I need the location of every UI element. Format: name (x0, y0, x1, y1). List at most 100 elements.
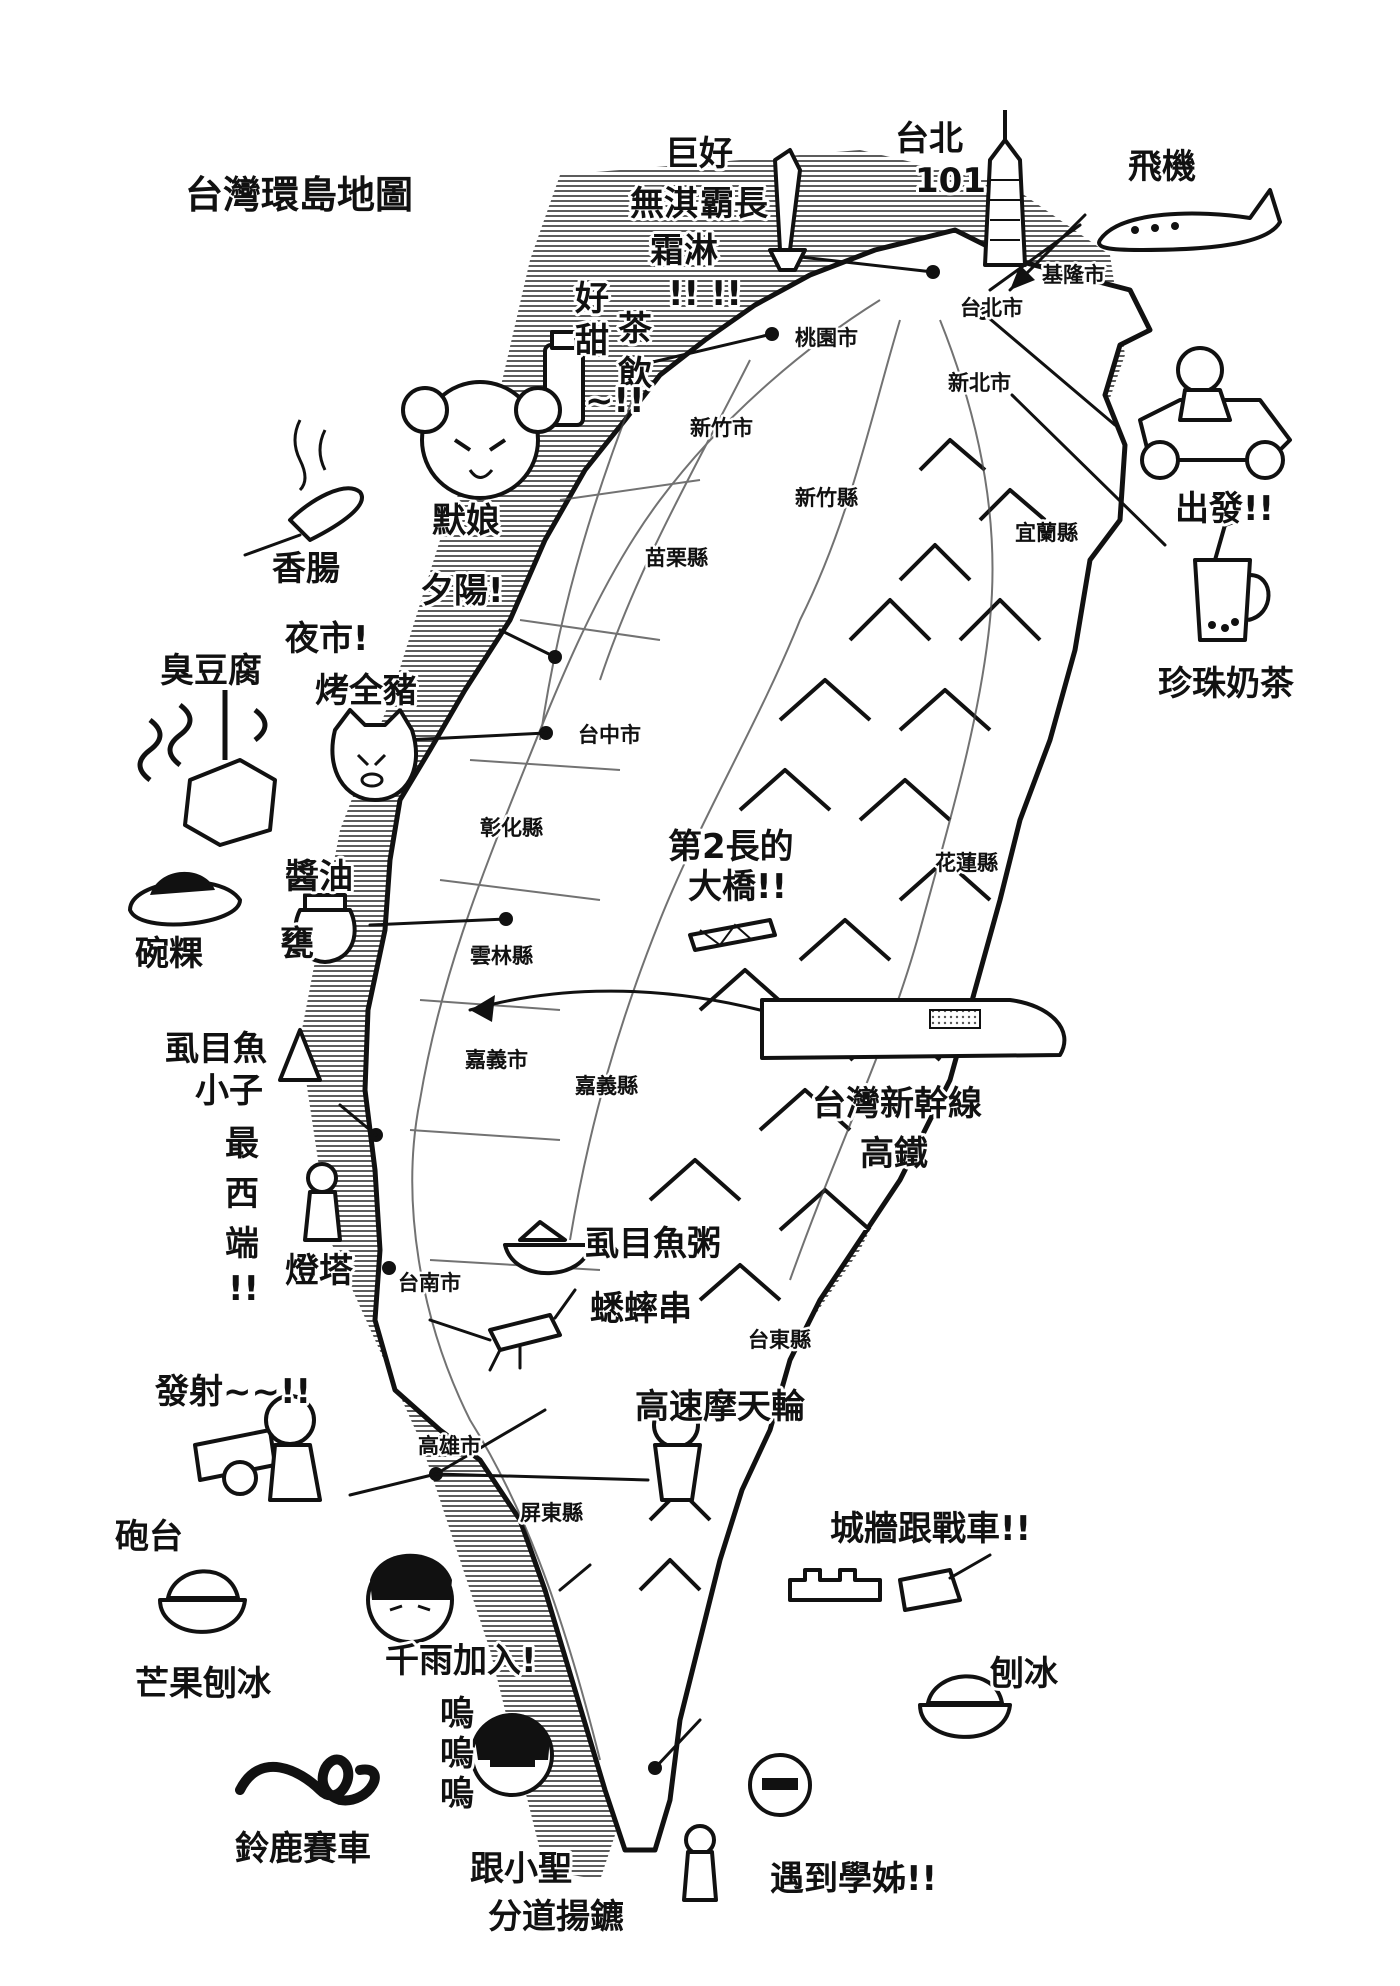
label-tainan: 台南市 (398, 1271, 461, 1295)
note-sweet-tea-2: 甜 (575, 321, 609, 361)
shinkansen-train (468, 989, 1067, 1060)
bowl-cake-icon (128, 871, 242, 927)
label-changhua: 彰化縣 (480, 816, 543, 840)
lighthouse-icon (303, 1162, 342, 1242)
note-icecream-2: 霸長 (700, 184, 769, 224)
note-mango-ice: 芒果刨冰 (135, 1664, 272, 1704)
taiwan-island (362, 227, 1153, 1853)
note-urn: 甕 (280, 924, 314, 964)
note-parting-1: 跟小聖 (470, 1849, 572, 1889)
stinky-tofu-icon (137, 690, 277, 847)
mango-ice-icon (158, 1569, 247, 1634)
note-airplane: 飛機 (1128, 147, 1196, 187)
suzuka-track-icon (235, 1754, 380, 1806)
label-hsinchu-city: 新竹市 (690, 416, 753, 440)
note-soy-sauce: 醬油 (285, 857, 353, 897)
note-icecream-4: 霜淋 (650, 231, 718, 271)
label-pingtung: 屏東縣 (520, 1501, 583, 1525)
note-bridge-2: 大橋!! (688, 867, 787, 907)
note-night-market: 夜市! (284, 619, 369, 659)
label-new-taipei: 新北市 (948, 371, 1011, 395)
note-icecream-1: 巨好 (665, 134, 733, 174)
note-parting-2: 分道揚鑣 (488, 1897, 624, 1937)
note-lighthouse: 燈塔 (285, 1251, 354, 1291)
note-roast-pig: 烤全豬 (315, 671, 417, 711)
note-cannon: 砲台 (115, 1517, 183, 1557)
label-taichung: 台中市 (578, 723, 641, 747)
taipei-101-icon (983, 110, 1027, 267)
label-kaohsiung: 高雄市 (418, 1434, 481, 1458)
note-shinkansen-2: 高鐵 (860, 1134, 928, 1174)
note-sausage: 香腸 (272, 549, 340, 589)
label-taipei-city: 台北市 (960, 296, 1023, 320)
note-taipei101-1: 台北 (895, 119, 963, 159)
note-castle-tank: 城牆跟戰車!! (830, 1509, 1031, 1549)
note-suzuka: 鈴鹿賽車 (235, 1829, 371, 1869)
bridge-icon (688, 918, 777, 952)
label-miaoli: 苗栗縣 (645, 546, 708, 570)
city-labels: 台北市 基隆市 桃園市 新北市 新竹市 新竹縣 宜蘭縣 苗栗縣 台中市 彰化縣 … (396, 261, 1108, 1528)
note-milkfish-porridge: 虱目魚粥 (585, 1224, 721, 1264)
note-sunset: 夕陽! (420, 571, 504, 611)
note-sobbing-2: 嗚 (440, 1734, 474, 1774)
note-milkfish-kid-2: 小子 (195, 1071, 263, 1111)
note-senpai: 遇到學姊!! (770, 1859, 937, 1899)
central-mountains (638, 438, 1047, 1592)
note-sobbing-3: 嗚 (440, 1774, 474, 1814)
milkfish-kid-icon (278, 1028, 322, 1082)
label-keelung: 基隆市 (1042, 263, 1105, 287)
note-chisame-joins: 千雨加入! (385, 1641, 537, 1681)
ferris-wheel-figure-icon (652, 1401, 702, 1502)
shaved-ice-icon (918, 1674, 1012, 1739)
note-stinky-tofu: 臭豆腐 (160, 651, 262, 691)
note-fire: 發射~~!! (154, 1372, 311, 1412)
airplane-icon (1008, 188, 1282, 292)
map-title: 台灣環島地圖 (185, 172, 413, 217)
label-chiayi-city: 嘉義市 (465, 1048, 528, 1072)
sausage-icon (243, 419, 364, 557)
label-yilan: 宜蘭縣 (1015, 521, 1078, 545)
note-sweet-tea-3: 茶 (618, 309, 653, 349)
note-bridge-1: 第2長的 (668, 827, 794, 867)
note-sweet-tea-4: 飲 (618, 354, 653, 394)
annotations: 台北 101 巨好 霸長 無淇 霜淋 !! !! 飛機 好 甜 茶 飲 ~!! … (112, 116, 1298, 1940)
note-westernmost-3: 端 (225, 1224, 259, 1264)
note-bowl-cake: 碗粿 (135, 934, 203, 974)
pig-face-icon (330, 708, 418, 802)
note-cricket-skewer: 蟋蟀串 (590, 1289, 692, 1329)
note-sweet-tea-1: 好 (574, 279, 609, 319)
character-chisame (366, 1553, 454, 1644)
bubble-tea-icon (1193, 518, 1271, 642)
character-sobbing-girl (470, 1713, 554, 1797)
scooter-rider-icon (1138, 346, 1292, 480)
note-icecream-3: 無淇 (630, 184, 698, 224)
character-monian (401, 380, 562, 500)
note-taipei101-2: 101 (915, 161, 986, 201)
note-depart: 出發!! (1175, 489, 1274, 529)
note-westernmost-4: !! (228, 1269, 259, 1309)
cricket-icon (428, 1288, 577, 1372)
label-hualien: 花蓮縣 (935, 851, 998, 875)
note-shaved-ice: 刨冰 (989, 1654, 1059, 1694)
note-westernmost-1: 最 (225, 1124, 259, 1164)
label-hsinchu-county: 新竹縣 (795, 486, 858, 510)
note-monian: 默娘 (432, 501, 500, 541)
label-taoyuan: 桃園市 (795, 326, 858, 350)
urn-icon (293, 893, 357, 964)
note-westernmost-2: 西 (225, 1174, 259, 1214)
note-ferris-wheel: 高速摩天輪 (635, 1387, 805, 1427)
label-yunlin: 雲林縣 (470, 944, 533, 968)
milkfish-porridge-icon (503, 1220, 592, 1276)
cannon-icon (193, 1394, 322, 1502)
note-bubble-tea: 珍珠奶茶 (1158, 664, 1295, 704)
note-sobbing-1: 嗚 (440, 1694, 474, 1734)
note-icecream-excl: !! !! (668, 274, 742, 314)
soft-serve-icon (768, 148, 807, 272)
note-milkfish-kid-1: 虱目魚 (165, 1029, 267, 1069)
note-sweet-tea-excl: ~!! (585, 381, 645, 421)
helmet-senpai-icon (682, 1753, 812, 1902)
castle-tank-icon (788, 1553, 992, 1612)
note-shinkansen-1: 台灣新幹線 (812, 1084, 982, 1124)
label-chiayi-county: 嘉義縣 (575, 1074, 638, 1098)
